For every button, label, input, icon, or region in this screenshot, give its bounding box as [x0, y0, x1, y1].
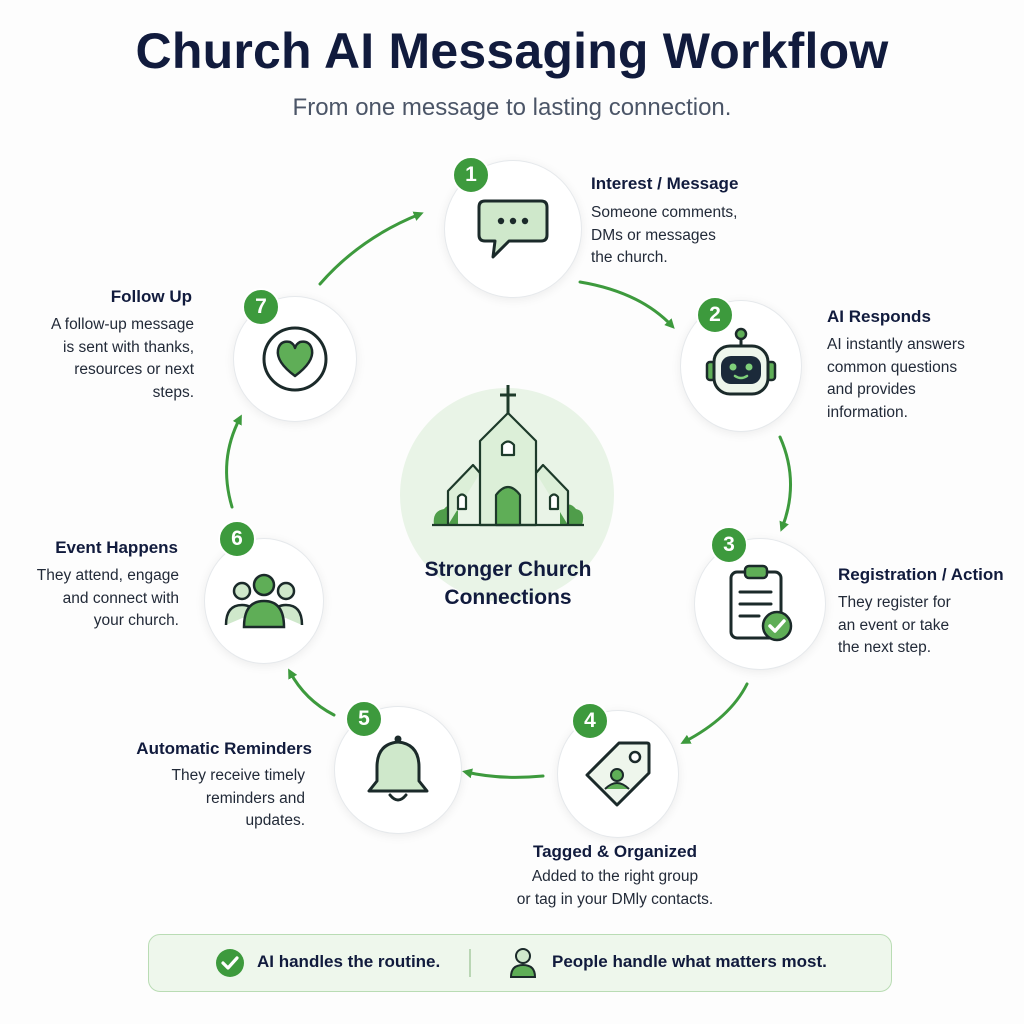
step-7-badge: 7 [242, 288, 280, 326]
arrow-6-to-7 [225, 414, 242, 509]
step-4-desc: Added to the right group or tag in your … [516, 868, 714, 908]
step-6-title: Event Happens [55, 538, 178, 557]
step-3-title: Registration / Action [838, 565, 1004, 584]
page-title: Church AI Messaging Workflow [135, 23, 889, 79]
arrow-2-to-3 [778, 435, 792, 532]
church-icon [432, 385, 584, 527]
step-2-desc: AI instantly answers common questions an… [827, 336, 965, 421]
step-6-circle [204, 538, 324, 664]
check-circle-icon [216, 949, 244, 977]
center-label: Stronger Church Connections [424, 558, 592, 609]
step-5-desc: They receive timely reminders and update… [171, 767, 305, 829]
step-4-title: Tagged & Organized [532, 842, 698, 861]
footer-left-text: AI handles the routine. [257, 952, 441, 971]
step-3-circle [694, 538, 826, 670]
footer-divider [469, 949, 471, 977]
step-3-badge: 3 [710, 526, 748, 564]
heart-icon [262, 326, 328, 392]
step-5-badge: 5 [345, 700, 383, 738]
page-subtitle: From one message to lasting connection. [292, 94, 732, 121]
step-1-desc: Someone comments, DMs or messages the ch… [591, 204, 738, 266]
step-5-title: Automatic Reminders [136, 739, 312, 758]
robot-icon [705, 327, 777, 396]
arrow-5-to-6 [288, 668, 336, 717]
step-6-badge: 6 [218, 520, 256, 558]
arrow-4-to-5 [462, 768, 545, 779]
clipboard-check-icon [729, 564, 793, 642]
bell-icon [367, 735, 429, 802]
chat-bubble-icon [477, 199, 549, 259]
step-1-badge: 1 [452, 156, 490, 194]
person-icon [509, 948, 537, 978]
step-1-title: Interest / Message [591, 174, 739, 193]
step-3-desc: They register for an event or take the n… [838, 594, 951, 656]
footer-banner: AI handles the routine. People handle wh… [148, 934, 892, 992]
step-7-desc: A follow-up message is sent with thanks,… [50, 316, 194, 401]
footer-right-text: People handle what matters most. [552, 952, 827, 971]
step-2-circle [680, 300, 802, 432]
arrow-7-to-1 [318, 211, 424, 286]
tag-icon [585, 741, 651, 807]
step-4-badge: 4 [571, 702, 609, 740]
step-7-title: Follow Up [110, 287, 192, 306]
step-2-title: AI Responds [827, 307, 931, 326]
arrow-1-to-2 [578, 280, 675, 329]
step-2-badge: 2 [696, 296, 734, 334]
people-group-icon [224, 573, 304, 629]
step-6-desc: They attend, engage and connect with you… [36, 567, 179, 629]
arrow-3-to-4 [680, 682, 749, 744]
